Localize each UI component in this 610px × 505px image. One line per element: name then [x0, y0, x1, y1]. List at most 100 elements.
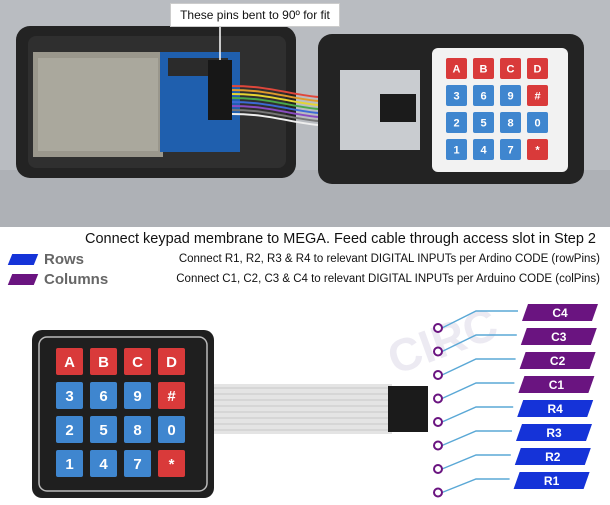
pin-label-r3: R3 — [546, 426, 562, 440]
watermark-text: CIRC — [381, 297, 504, 384]
pin-trace-r2 — [441, 454, 511, 470]
keypad-key-0 — [158, 416, 185, 443]
keypad-key-label: A — [64, 354, 75, 371]
keypad-key-label: C — [132, 354, 143, 371]
photo-key-label: 2 — [453, 117, 459, 129]
photo-key-6 — [473, 85, 494, 106]
keypad-key-9 — [124, 382, 151, 409]
keypad-key-A — [56, 348, 83, 375]
rows-legend-label: Rows — [44, 250, 85, 268]
photo-key-label: 4 — [480, 144, 487, 156]
pin-trace-r3 — [441, 430, 512, 447]
pin-dot-r4 — [433, 417, 443, 427]
keypad-key-label: 7 — [133, 456, 141, 473]
photo-key-2 — [446, 112, 467, 133]
keypad-key-5 — [90, 416, 117, 443]
photo-key-9 — [500, 85, 521, 106]
photo-key-1 — [446, 139, 467, 160]
photo-key-label: 7 — [507, 144, 513, 156]
photo-key-B — [473, 58, 494, 79]
keypad-key-2 — [56, 416, 83, 443]
pin-label-r2: R2 — [545, 450, 561, 464]
pin-label-c4: C4 — [552, 306, 568, 320]
pin-trace-c2 — [441, 358, 516, 376]
photo-key-label: 0 — [534, 117, 540, 129]
instruction-heading: Connect keypad membrane to MEGA. Feed ca… — [85, 231, 596, 247]
pin-label-bg-c3 — [520, 328, 597, 345]
keypad-key-label: 0 — [167, 422, 175, 439]
keypad-key-B — [90, 348, 117, 375]
photo-key-C — [500, 58, 521, 79]
keypad-key-* — [158, 450, 185, 477]
pin-trace-c3 — [441, 334, 517, 353]
keypad-key-8 — [124, 416, 151, 443]
keypad-key-label: 1 — [65, 456, 73, 473]
photo-key-label: C — [507, 63, 515, 75]
photo-key-label: 5 — [480, 117, 486, 129]
columns-note: Connect C1, C2, C3 & C4 to relevant DIGI… — [176, 273, 600, 285]
columns-legend-label: Columns — [44, 270, 109, 288]
pin-label-bg-c1 — [518, 376, 595, 393]
keypad-key-3 — [56, 382, 83, 409]
photo-key-* — [527, 139, 548, 160]
pin-trace-c1 — [441, 382, 515, 400]
keypad-key-label: 6 — [99, 388, 107, 405]
photo-key-D — [527, 58, 548, 79]
photo-key-# — [527, 85, 548, 106]
rows-note: Connect R1, R2, R3 & R4 to relevant DIGI… — [178, 253, 600, 265]
photo-key-label: 6 — [480, 90, 486, 102]
photo-key-8 — [500, 112, 521, 133]
keypad-key-7 — [124, 450, 151, 477]
keypad-key-label: 9 — [133, 388, 141, 405]
keypad-key-label: # — [167, 388, 176, 405]
keypad-key-label: B — [98, 354, 109, 371]
photo-key-4 — [473, 139, 494, 160]
photo-key-A — [446, 58, 467, 79]
photo-key-label: 8 — [507, 117, 513, 129]
pin-label-c2: C2 — [550, 354, 566, 368]
bent-header-pins — [208, 60, 232, 120]
keypad-key-label: 5 — [99, 422, 107, 439]
pin-trace-c4 — [441, 310, 518, 329]
photo-key-5 — [473, 112, 494, 133]
keypad-key-D — [158, 348, 185, 375]
legend-columns: Columns — [7, 270, 109, 288]
keypad-key-label: 8 — [133, 422, 141, 439]
pin-label-bg-r3 — [516, 424, 592, 441]
photo-key-label: * — [535, 144, 540, 156]
keypad-key-label: D — [166, 354, 177, 371]
pin-dot-r2 — [433, 464, 443, 474]
pin-trace-r1 — [441, 478, 510, 494]
photo-key-label: A — [453, 63, 461, 75]
keypad-key-label: 3 — [65, 388, 73, 405]
pin-label-bg-r2 — [514, 448, 591, 465]
pin-label-bg-r4 — [517, 400, 594, 417]
pin-label-r4: R4 — [548, 402, 564, 416]
pin-dot-r3 — [433, 440, 443, 451]
pin-trace-r4 — [441, 406, 514, 423]
photo-key-label: 3 — [453, 90, 459, 102]
pin-label-c1: C1 — [549, 378, 565, 392]
photo-key-label: D — [534, 63, 542, 75]
pin-dot-c1 — [433, 393, 443, 404]
photo-connector — [380, 94, 416, 122]
pin-label-bg-c4 — [522, 304, 598, 321]
ribbon-cable — [214, 384, 428, 434]
ribbon-connector — [388, 386, 428, 432]
legend-rows: Rows — [7, 250, 85, 268]
right-enclosure — [318, 34, 584, 184]
keypad-key-# — [158, 382, 185, 409]
keypad-key-label: 2 — [65, 422, 73, 439]
pin-dot-c4 — [433, 323, 443, 333]
keypad-key-1 — [56, 450, 83, 477]
photo-key-label: B — [480, 63, 488, 75]
bent-pins-callout: These pins bent to 90º for fit — [170, 3, 340, 27]
pin-label-c3: C3 — [551, 330, 567, 344]
photo-key-label: # — [534, 90, 540, 102]
rows-color-swatch — [7, 253, 39, 265]
pin-dot-c3 — [433, 346, 443, 357]
pin-dot-c2 — [433, 370, 443, 380]
photo-key-0 — [527, 112, 548, 133]
